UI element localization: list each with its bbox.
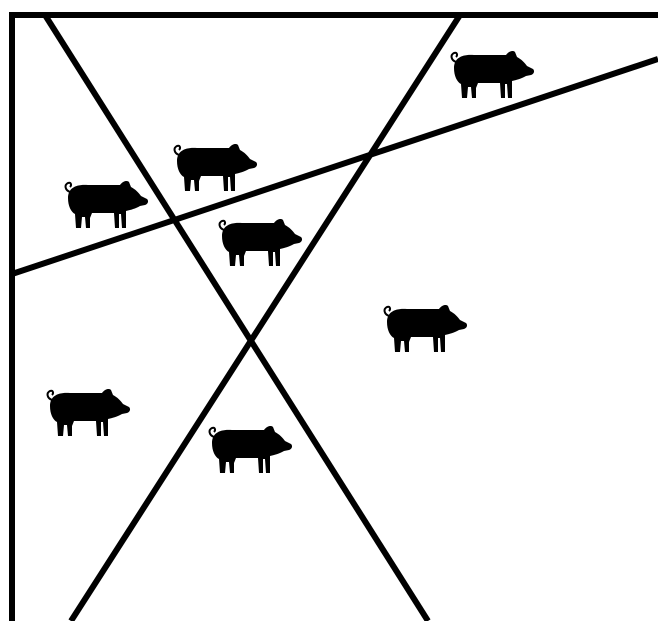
pig-icon (48, 389, 131, 436)
pig-icon (210, 426, 293, 473)
pig-icon (175, 144, 258, 191)
fence-line-shallow (12, 59, 658, 274)
pig-icon (220, 219, 303, 266)
pig-icon (66, 181, 149, 228)
fence-line-descending (45, 15, 428, 621)
pig-icon (385, 305, 468, 352)
pen-border (12, 15, 658, 621)
pig-icon (452, 51, 535, 98)
